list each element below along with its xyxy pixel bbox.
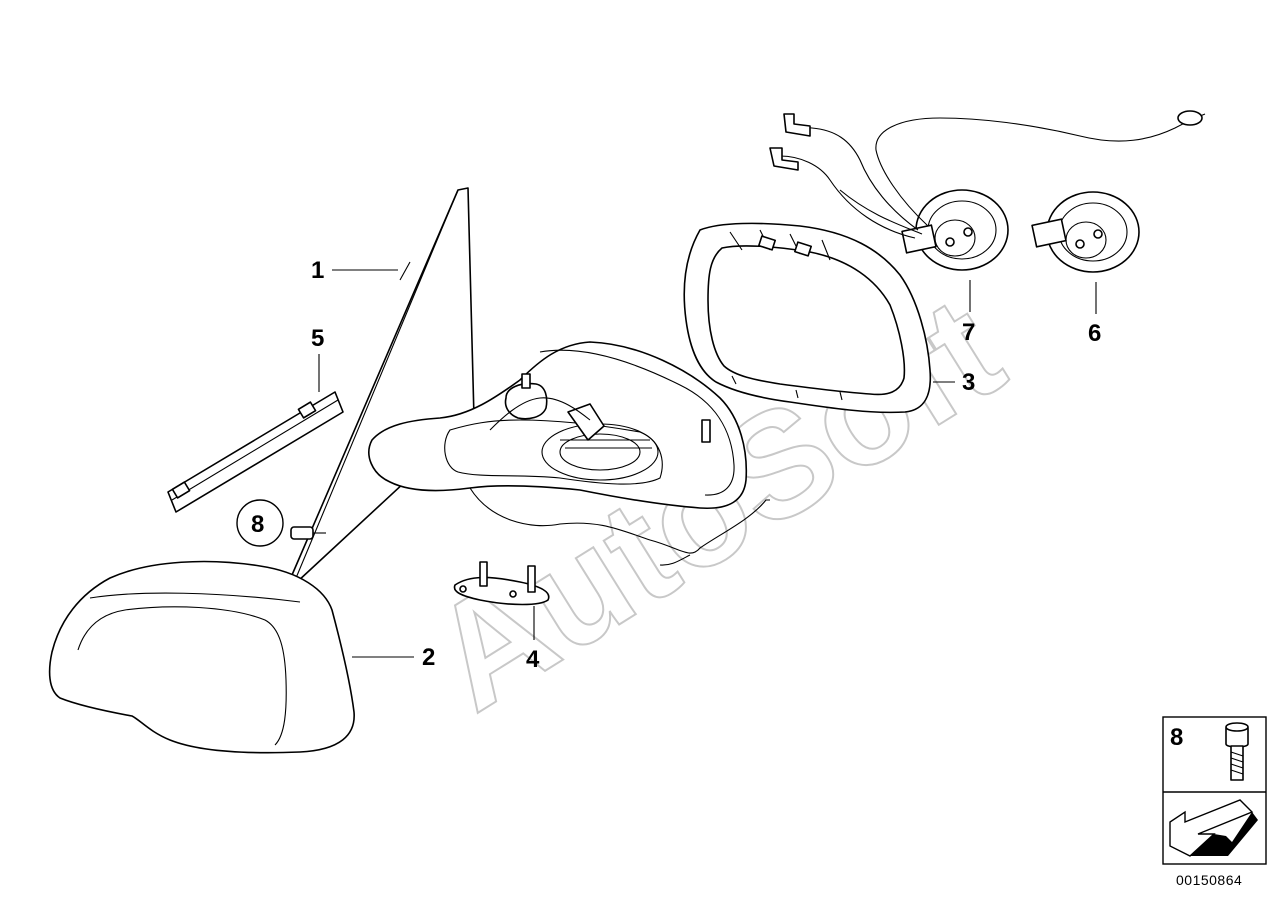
wire-cable — [469, 487, 770, 566]
part-4-clip — [453, 561, 550, 606]
legend-box: 8 — [1162, 716, 1267, 865]
callout-6: 6 — [1088, 320, 1101, 347]
callout-5: 5 — [311, 325, 324, 352]
part-5-trim-strip — [167, 391, 344, 513]
mirror-base-housing — [368, 341, 748, 510]
callout-8: 8 — [251, 511, 264, 538]
callout-1: 1 — [311, 257, 324, 284]
callout-4: 4 — [526, 646, 540, 673]
callout-7: 7 — [962, 319, 975, 346]
part-7-motor-harness — [769, 110, 1206, 271]
part-2-mirror-cap — [48, 560, 355, 754]
reference-number: 00150864 — [1176, 872, 1242, 888]
callout-2: 2 — [422, 644, 435, 671]
screw-icon — [1225, 722, 1249, 781]
legend-item-number: 8 — [1170, 724, 1183, 751]
callout-3: 3 — [962, 369, 975, 396]
part-3-mirror-frame — [683, 222, 932, 414]
callout-8-circle: 8 — [236, 499, 284, 547]
callout-leaders — [318, 269, 1097, 658]
part-8-screw-inline — [290, 526, 326, 540]
part-6-motor — [1031, 191, 1140, 273]
arrow-icon — [1169, 799, 1258, 857]
